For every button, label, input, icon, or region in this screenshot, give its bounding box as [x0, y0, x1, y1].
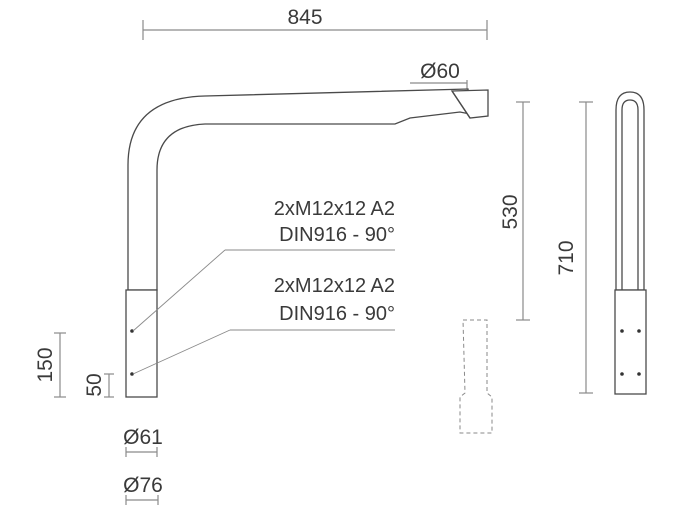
tip-diameter-dimension: Ø60 [410, 60, 468, 90]
screw-callout-upper: 2xM12x12 A2 DIN916 - 90° [132, 198, 395, 332]
screw-upper-line1: 2xM12x12 A2 [274, 198, 395, 220]
hidden-pole-outline [459, 319, 493, 434]
screw-upper-line2: DIN916 - 90° [279, 224, 395, 246]
sleeve-length-label: 150 [34, 347, 57, 382]
outer-diameter-label: Ø76 [123, 474, 163, 497]
width-dimension: 845 [142, 6, 488, 40]
bolt-offset-dimension: 50 [83, 373, 114, 398]
screw-lower-line2: DIN916 - 90° [279, 303, 395, 325]
inner-diameter-dimension: Ø61 [123, 426, 163, 457]
bracket-front-view [614, 91, 647, 395]
tip-diameter-label: Ø60 [420, 60, 460, 83]
reach-height-label: 530 [499, 194, 522, 229]
width-dimension-label: 845 [287, 6, 322, 29]
total-height-dimension: 710 [555, 101, 593, 394]
sleeve-length-dimension: 150 [34, 332, 66, 398]
inner-diameter-label: Ø61 [123, 426, 163, 449]
front-bolt-hole-icon [620, 372, 624, 376]
outer-diameter-dimension: Ø76 [123, 474, 163, 505]
upper-bolt-hole-icon [130, 329, 134, 333]
front-bolt-hole-icon [620, 329, 624, 333]
screw-callout-lower: 2xM12x12 A2 DIN916 - 90° [132, 275, 395, 375]
reach-height-dimension: 530 [499, 101, 530, 321]
front-bolt-hole-icon [637, 329, 641, 333]
bracket-side-view [125, 88, 489, 398]
front-bolt-hole-icon [637, 372, 641, 376]
screw-lower-line1: 2xM12x12 A2 [274, 275, 395, 297]
total-height-label: 710 [555, 240, 578, 275]
lower-bolt-hole-icon [130, 372, 134, 376]
bolt-offset-label: 50 [83, 373, 106, 396]
